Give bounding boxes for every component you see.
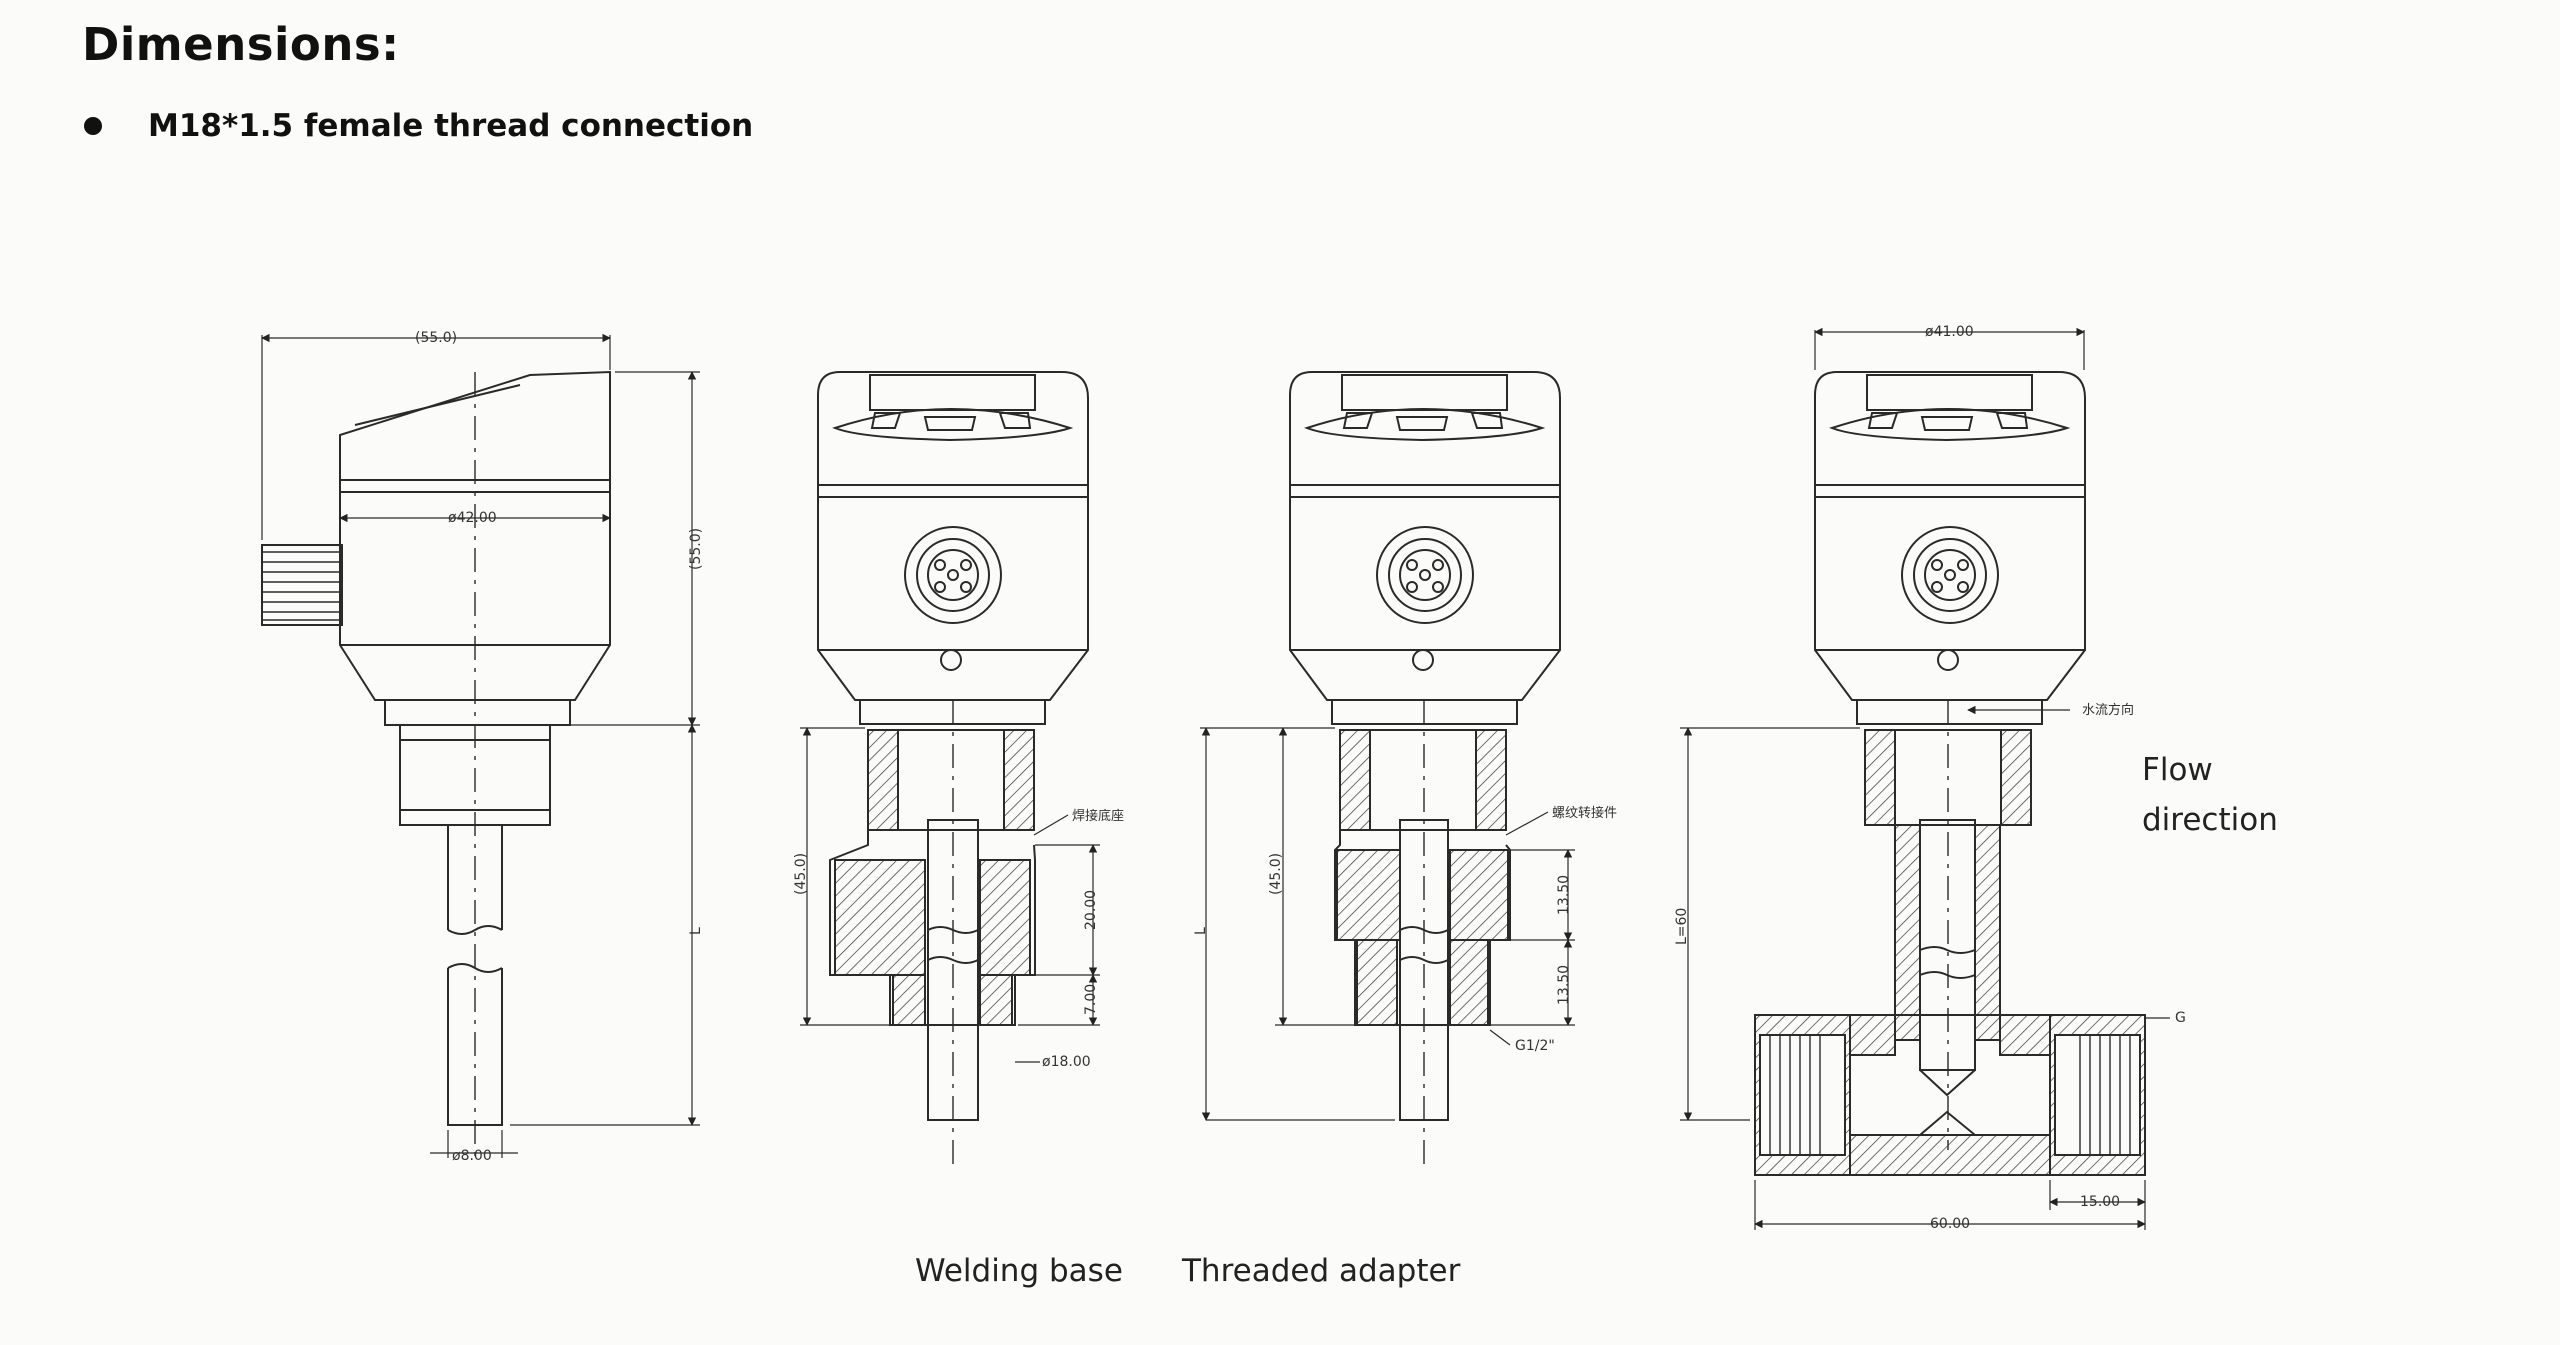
dim-7: 7.00 <box>1083 984 1099 1015</box>
dim-L60: L=60 <box>1674 908 1690 945</box>
bullet-item: M18*1.5 female thread connection <box>84 108 753 144</box>
dim-G: G <box>2175 1010 2186 1026</box>
page-title: Dimensions: <box>82 18 400 71</box>
dim-13-5-b: 13.50 <box>1556 965 1572 1005</box>
dim-20: 20.00 <box>1083 890 1099 930</box>
thread-adapter-cn-label: 螺纹转接件 <box>1552 805 1617 821</box>
threaded-adapter <box>1200 700 1575 1165</box>
dim-L-thread: L <box>1193 927 1209 935</box>
threaded-adapter-label: Threaded adapter <box>1182 1253 1461 1289</box>
dim-45-welding: (45.0) <box>793 853 809 895</box>
flow-tee <box>1680 327 2170 1230</box>
dim-55-height: (55.0) <box>688 528 704 570</box>
dim-45-thread: (45.0) <box>1268 853 1284 895</box>
bullet-dot-icon <box>84 117 102 135</box>
dim-18-dia: ø18.00 <box>1042 1054 1091 1070</box>
bullet-text: M18*1.5 female thread connection <box>148 108 754 144</box>
flow-label-line1: Flow <box>2142 752 2213 788</box>
dim-60: 60.00 <box>1930 1216 1970 1232</box>
dim-55-width: (55.0) <box>415 330 457 346</box>
dim-42-dia: ø42.00 <box>448 510 497 526</box>
side-view <box>261 333 700 1160</box>
dim-g12: G1/2" <box>1515 1038 1555 1054</box>
dim-15: 15.00 <box>2080 1194 2120 1210</box>
welding-base <box>800 700 1100 1165</box>
dim-L-side: L <box>688 927 704 935</box>
welding-base-cn-label: 焊接底座 <box>1072 808 1124 824</box>
dim-13-5-a: 13.50 <box>1556 875 1572 915</box>
welding-base-label: Welding base <box>915 1253 1123 1289</box>
front-view-welding <box>817 371 1089 725</box>
dim-41-dia: ø41.00 <box>1925 324 1974 340</box>
flow-label-line2: direction <box>2142 802 2278 838</box>
dim-8-dia: ø8.00 <box>452 1148 492 1164</box>
flow-direction-cn-label: 水流方向 <box>2082 702 2134 718</box>
